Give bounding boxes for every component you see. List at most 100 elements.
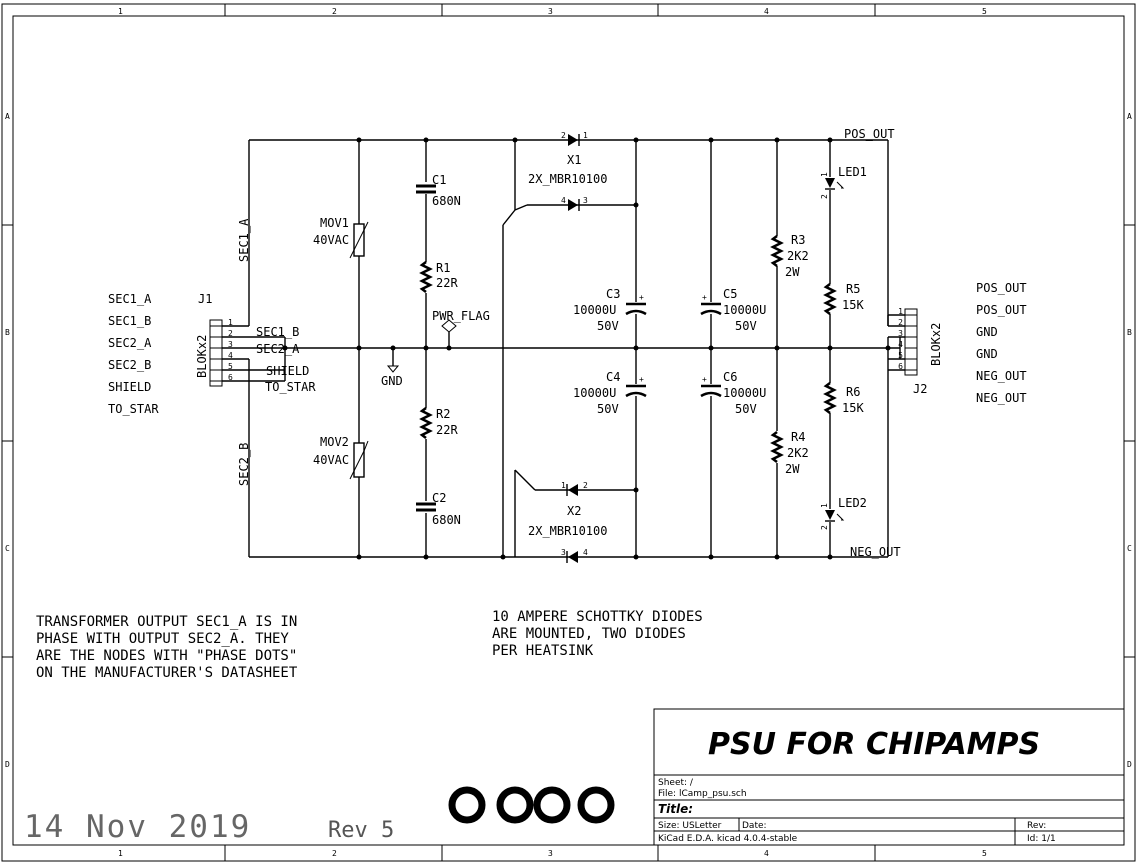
frame-row-label: C <box>1127 544 1132 553</box>
frame-col-label: 2 <box>332 849 337 858</box>
x1-pin-number: 4 <box>561 196 566 205</box>
diode-x1: 2 1 4 3 X1 2X_MBR10100 <box>528 131 607 211</box>
title-date: Date: <box>742 821 767 831</box>
c4-ref: C4 <box>606 370 620 384</box>
j1-label: SEC2_A <box>108 336 152 350</box>
capacitor-c3: + C3 10000U 50V <box>573 287 647 333</box>
r3-ref: R3 <box>791 233 805 247</box>
j1-pin-number: 5 <box>228 362 233 371</box>
j2-label: NEG_OUT <box>976 391 1027 405</box>
resistor-r4: R4 2K2 2W <box>770 430 809 476</box>
r1-ref: R1 <box>436 261 450 275</box>
varistor-mov1: MOV1 40VAC <box>313 216 369 259</box>
c6-voltage: 50V <box>735 402 757 416</box>
c5-voltage: 50V <box>735 319 757 333</box>
frame-row-label: D <box>5 760 10 769</box>
r3-power: 2W <box>785 265 800 279</box>
net-label-sec2b: SEC2_B <box>237 443 251 486</box>
mov2-value: 40VAC <box>313 453 349 467</box>
frame-row-label: B <box>1127 328 1132 337</box>
j2-label: POS_OUT <box>976 303 1027 317</box>
c5-value: 10000U <box>723 303 766 317</box>
c1-value: 680N <box>432 194 461 208</box>
r5-value: 15K <box>842 298 864 312</box>
capacitor-c4: + C4 10000U 50V <box>573 370 647 416</box>
j2-label: GND <box>976 325 998 339</box>
j1-ref: J1 <box>198 292 212 306</box>
junctions <box>282 137 891 560</box>
note-line: PHASE WITH OUTPUT SEC2_A. THEY <box>36 631 289 647</box>
resistor-r6: R6 15K <box>823 381 864 415</box>
c3-plus: + <box>639 293 644 302</box>
net-label-to-star: TO_STAR <box>265 380 316 394</box>
title-rev: Rev: <box>1027 821 1046 831</box>
j1-pin-number: 1 <box>228 318 233 327</box>
mounting-hole-icon <box>533 786 571 824</box>
frame-col-label: 1 <box>118 7 123 16</box>
resistor-r2: R2 22R <box>419 406 458 440</box>
r2-value: 22R <box>436 423 458 437</box>
power-flag: PWR_FLAG <box>432 309 490 333</box>
frame-row-label: A <box>5 112 10 121</box>
note-line: ON THE MANUFACTURER'S DATASHEET <box>36 665 298 681</box>
j1-pin-number: 3 <box>228 340 233 349</box>
j1-pin-number: 6 <box>228 373 233 382</box>
j2-ref: J2 <box>913 382 927 396</box>
c5-ref: C5 <box>723 287 737 301</box>
diode-x2: 1 2 3 4 X2 2X_MBR10100 <box>528 481 607 563</box>
title-size: Size: USLetter <box>658 821 722 831</box>
j1-label: TO_STAR <box>108 402 159 416</box>
r3-value: 2K2 <box>787 249 809 263</box>
mounting-hole-icon <box>496 786 534 824</box>
j1-label: SEC2_B <box>108 358 151 372</box>
led2-pin: 2 <box>820 525 829 530</box>
x1-ref: X1 <box>567 153 581 167</box>
x2-pin-number: 2 <box>583 481 588 490</box>
j2-pin-number: 2 <box>898 318 903 327</box>
j2-pin-number: 1 <box>898 307 903 316</box>
capacitor-c5: + C5 10000U 50V <box>700 287 766 333</box>
r5-ref: R5 <box>846 282 860 296</box>
mounting-holes <box>448 786 615 824</box>
c4-value: 10000U <box>573 386 616 400</box>
mov2-ref: MOV2 <box>320 435 349 449</box>
j2-label: NEG_OUT <box>976 369 1027 383</box>
frame-col-label: 4 <box>764 849 769 858</box>
ground-symbol: GND <box>381 365 403 388</box>
resistor-r5: R5 15K <box>823 282 864 316</box>
frame-row-label: D <box>1127 760 1132 769</box>
frame-col-label: 1 <box>118 849 123 858</box>
resistor-r3: R3 2K2 2W <box>770 233 809 279</box>
wires <box>222 139 905 558</box>
frame-row-label: C <box>5 544 10 553</box>
j1-label: SEC1_B <box>108 314 151 328</box>
j2-pin-number: 5 <box>898 351 903 360</box>
frame-col-label: 5 <box>982 7 987 16</box>
j2-label-list: POS_OUT POS_OUT GND GND NEG_OUT NEG_OUT <box>976 281 1027 405</box>
j2-pin-number: 3 <box>898 329 903 338</box>
frame-col-label: 4 <box>764 7 769 16</box>
led1-ref: LED1 <box>838 165 867 179</box>
j1-label-list: SEC1_A SEC1_B SEC2_A SEC2_B SHIELD TO_ST… <box>108 292 159 416</box>
net-label-neg-out: NEG_OUT <box>850 545 901 559</box>
r1-value: 22R <box>436 276 458 290</box>
diode-note: 10 AMPERE SCHOTTKY DIODES ARE MOUNTED, T… <box>492 609 703 659</box>
x2-pin-number: 4 <box>583 548 588 557</box>
x1-pin-number: 1 <box>583 131 588 140</box>
c5-plus: + <box>702 293 707 302</box>
led-led1: 1 2 LED1 <box>820 165 867 199</box>
r4-power: 2W <box>785 462 800 476</box>
led1-pin: 2 <box>820 194 829 199</box>
note-line: ARE MOUNTED, TWO DIODES <box>492 626 686 642</box>
x2-value: 2X_MBR10100 <box>528 524 607 538</box>
c2-value: 680N <box>432 513 461 527</box>
r6-value: 15K <box>842 401 864 415</box>
led1-pin: 1 <box>820 172 829 177</box>
j1-pin-number: 2 <box>228 329 233 338</box>
c3-voltage: 50V <box>597 319 619 333</box>
mounting-hole-icon <box>448 786 486 824</box>
frame-col-label: 5 <box>982 849 987 858</box>
j1-value: BLOKx2 <box>195 335 209 378</box>
frame-col-label: 2 <box>332 7 337 16</box>
